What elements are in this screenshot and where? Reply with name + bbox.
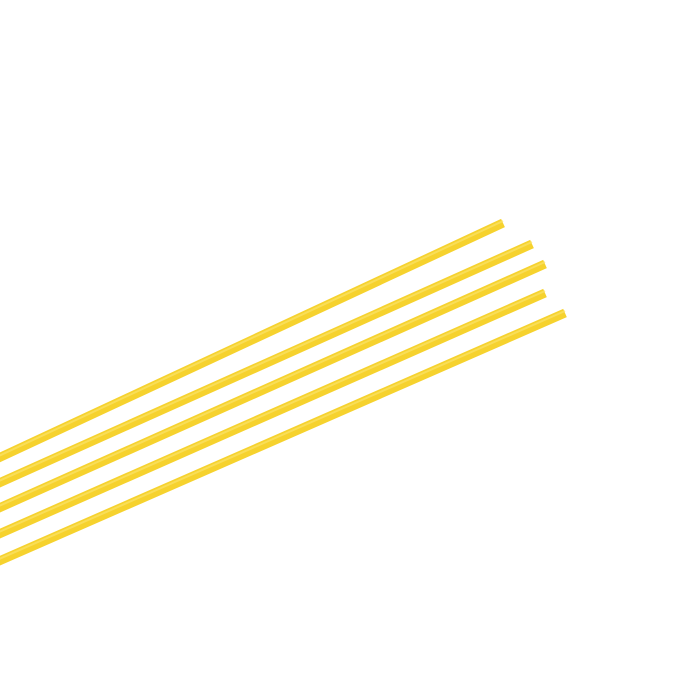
spaghetti-strand-5 xyxy=(0,308,567,566)
spaghetti-strand-highlight-2 xyxy=(0,241,533,482)
spaghetti-strand-1 xyxy=(0,218,505,463)
spaghetti-strand-highlight-4 xyxy=(0,290,546,533)
spaghetti-strand-highlight-1 xyxy=(0,220,504,457)
spaghetti-strands xyxy=(0,218,567,566)
spaghetti-strand-2 xyxy=(0,239,534,488)
spaghetti-strand-3 xyxy=(0,259,547,513)
spaghetti-strand-highlight-3 xyxy=(0,261,546,507)
spaghetti-strand-4 xyxy=(0,288,547,539)
spaghetti-strand-highlight-5 xyxy=(0,310,566,560)
